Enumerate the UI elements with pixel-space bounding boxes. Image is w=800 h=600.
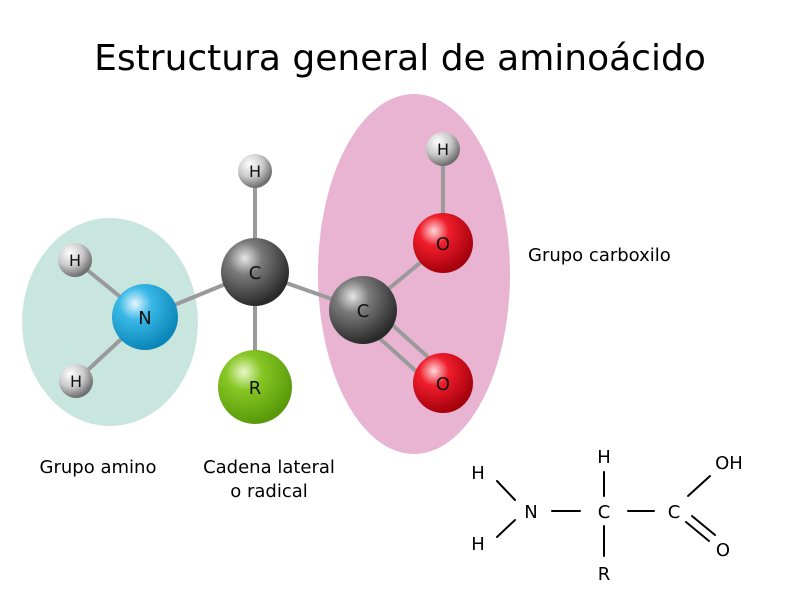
atom-carbon-carboxyl [329, 276, 397, 344]
formula-h-upper-left: H [471, 463, 485, 484]
atom-label-n: N [138, 308, 151, 329]
label-side-chain-line2: o radical [230, 481, 308, 502]
label-carboxyl-group: Grupo carboxilo [528, 245, 671, 266]
formula-bond-c-oh [687, 475, 711, 497]
atom-label-r: R [249, 378, 262, 399]
atom-label-c-carboxyl: C [357, 301, 370, 322]
atom-label-h-amino-bottom: H [70, 372, 82, 391]
formula-h-lower-left: H [471, 534, 485, 555]
formula-bond-h-n-upper [496, 480, 516, 501]
atom-hydrogen-hydroxyl [426, 132, 460, 166]
atom-hydrogen-top [238, 154, 272, 188]
formula-bonds [496, 471, 716, 557]
formula-c-center: C [598, 502, 611, 523]
structural-formula: H H N C H R C OH O [471, 447, 743, 585]
atom-nitrogen [112, 284, 178, 350]
atom-label-c-alpha: C [249, 263, 262, 284]
atom-side-chain-r [218, 350, 292, 424]
atom-label-o-double: O [436, 374, 450, 395]
formula-o: O [716, 540, 730, 561]
atom-hydrogen-amino-top [58, 243, 92, 277]
formula-h-top: H [597, 447, 611, 468]
atom-hydrogen-amino-bottom [59, 364, 93, 398]
formula-n: N [524, 502, 537, 523]
label-side-chain-line1: Cadena lateral [203, 457, 335, 478]
atom-oxygen-hydroxyl [413, 213, 473, 273]
formula-bond-h-n-lower [496, 519, 516, 538]
atom-label-h-hydroxyl: H [437, 140, 449, 159]
formula-c-right: C [668, 502, 681, 523]
atom-label-h-amino-top: H [69, 251, 81, 270]
atom-label-o-hydroxyl: O [436, 234, 450, 255]
carboxyl-group-region [318, 94, 510, 454]
atom-oxygen-double [413, 353, 473, 413]
label-amino-group: Grupo amino [40, 457, 157, 478]
atom-carbon-alpha [221, 238, 289, 306]
formula-bond-c-o-a [685, 521, 710, 542]
formula-oh: OH [715, 453, 743, 474]
formula-bond-c-o-b [691, 515, 716, 536]
formula-r-bottom: R [598, 564, 611, 585]
atom-label-h-top: H [249, 162, 261, 181]
page-title: Estructura general de aminoácido [94, 38, 706, 79]
